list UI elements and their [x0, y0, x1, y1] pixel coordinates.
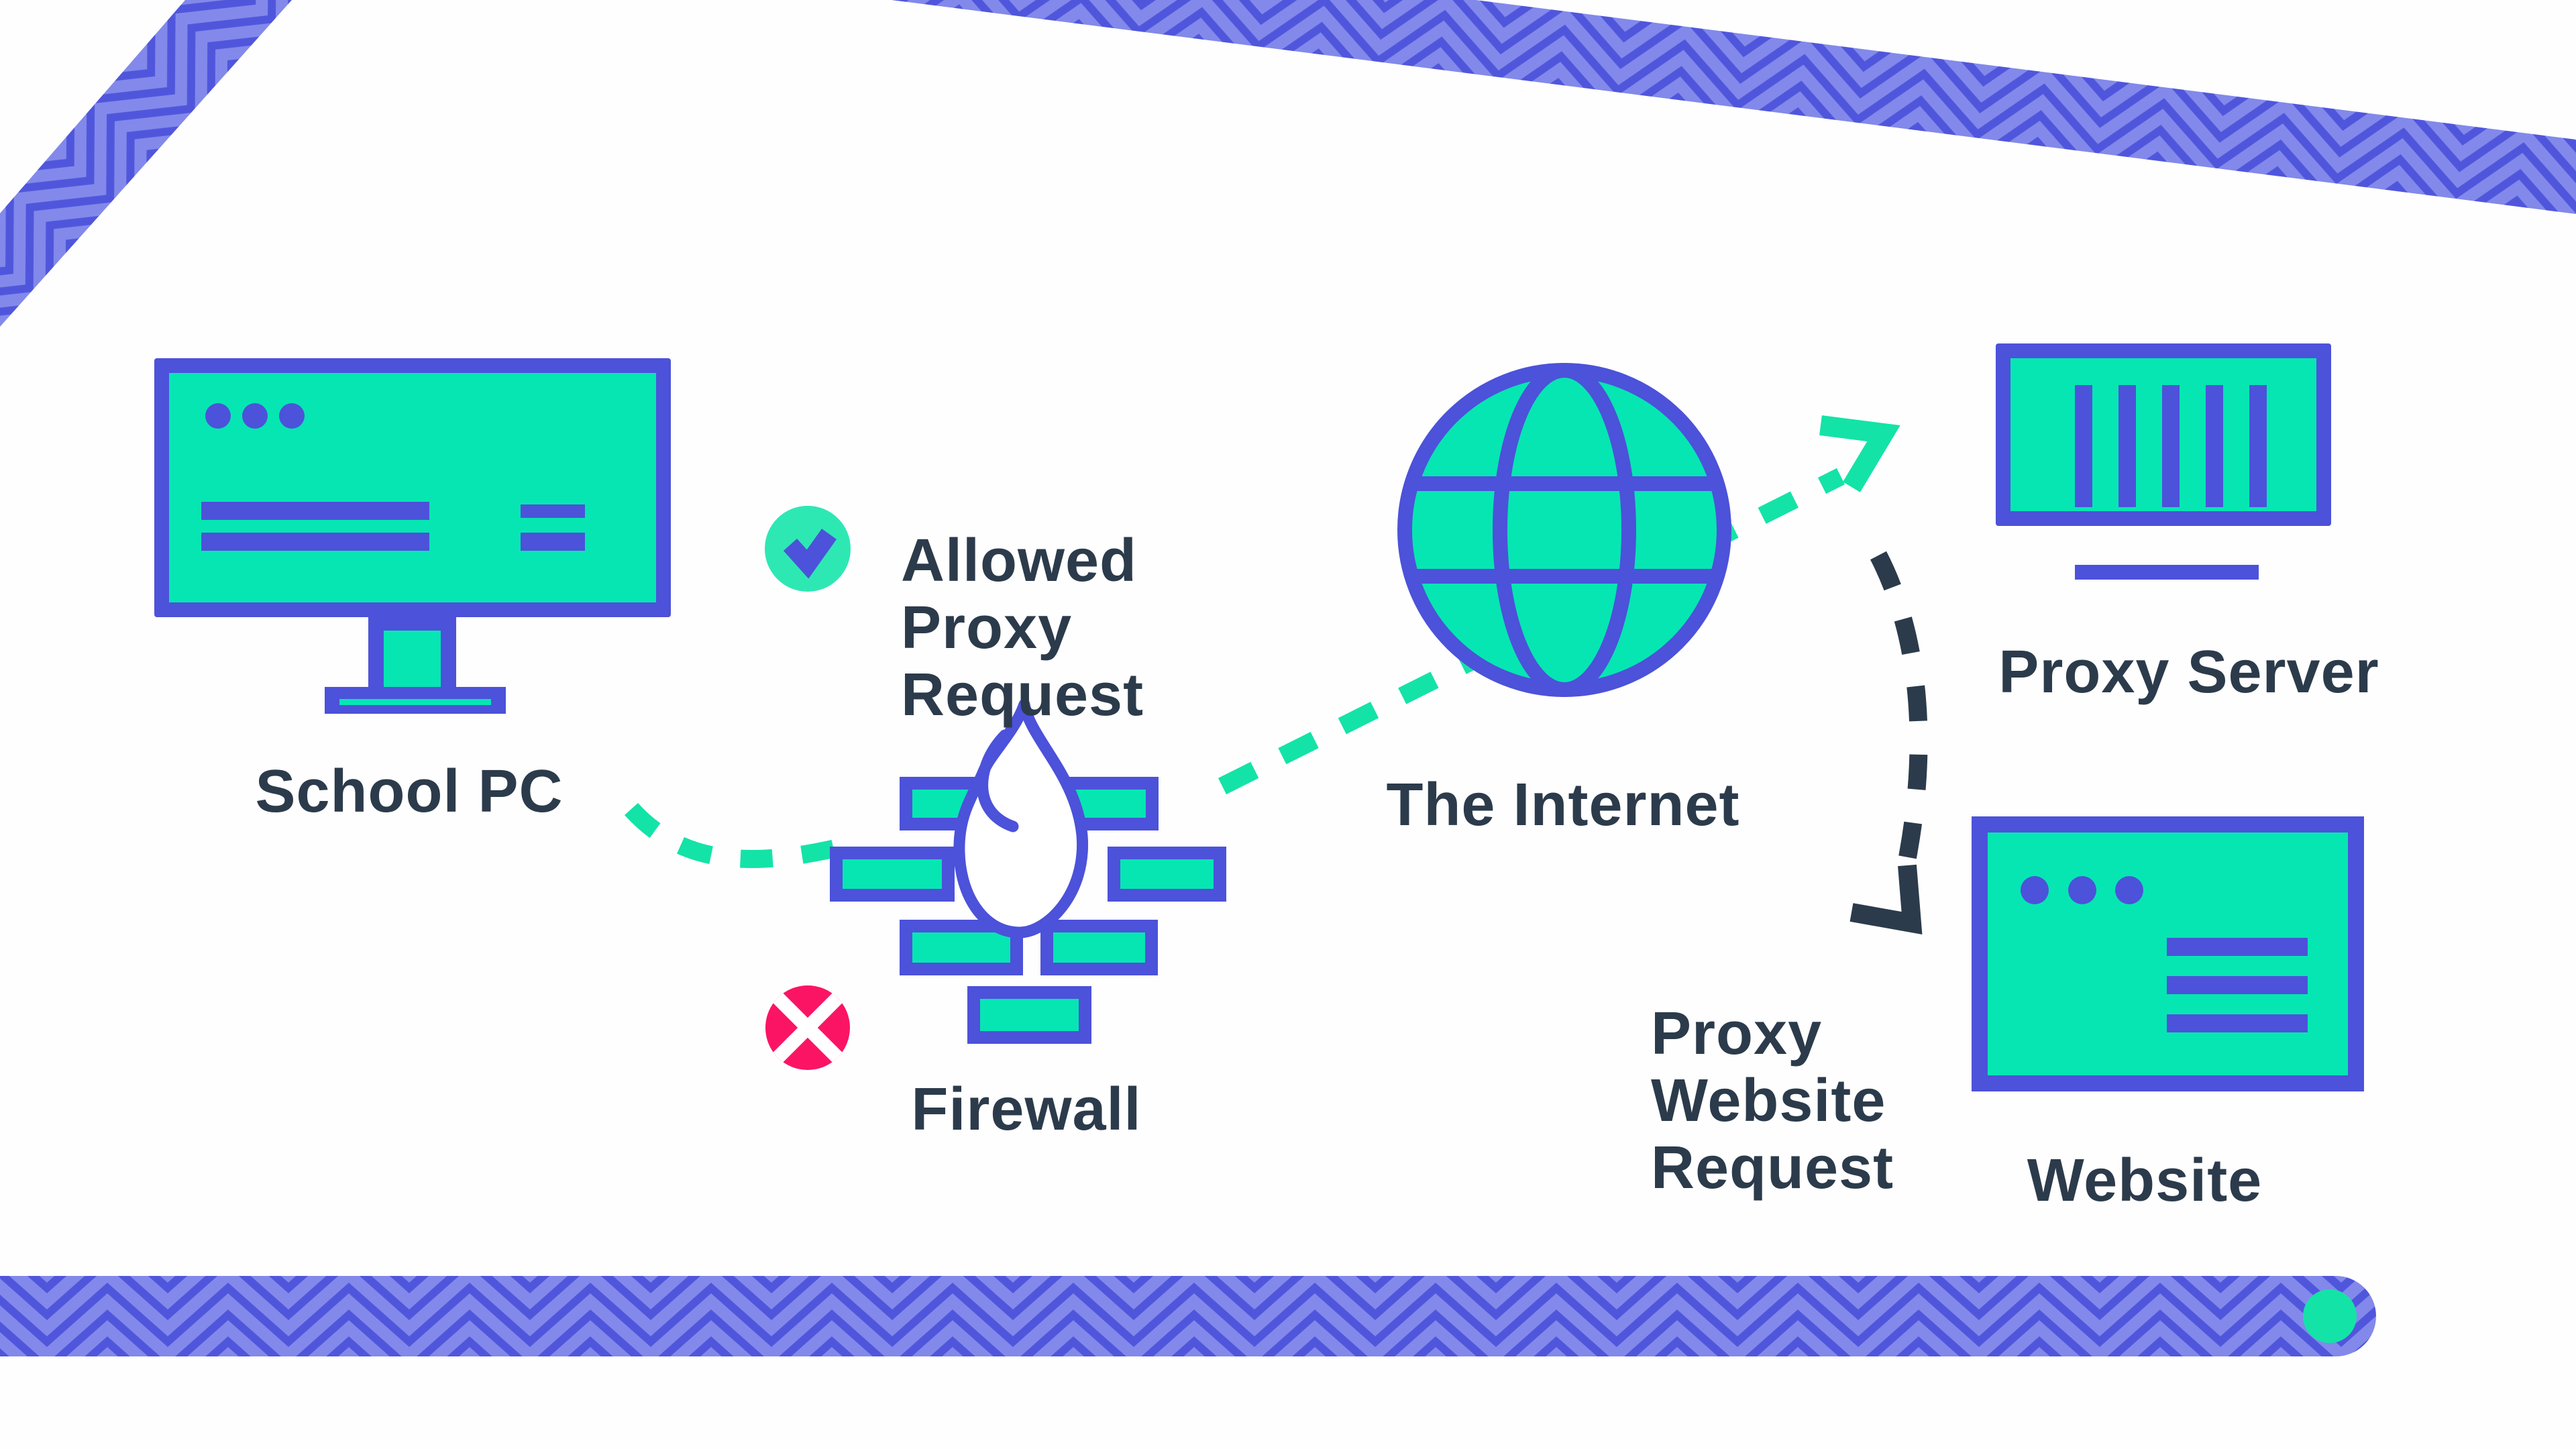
flow-proxy-to-website — [1849, 551, 1928, 934]
navy-arrowhead-icon — [1849, 864, 1923, 934]
globe-icon — [1397, 363, 1731, 697]
check-circle-icon — [765, 506, 851, 592]
desktop-monitor-icon — [154, 358, 671, 714]
pattern-band-top-right-icon — [892, 0, 2576, 214]
allowed-proxy-request-annotation: Allowed Proxy Request — [901, 527, 1144, 729]
flame-icon — [953, 698, 1089, 938]
proxy-website-request-annotation: Proxy Website Request — [1651, 1000, 1894, 1201]
green-arrowhead-icon — [1819, 415, 1900, 492]
cross-circle-icon — [765, 985, 850, 1070]
pattern-band-top-left-icon — [0, 0, 292, 327]
green-dot-icon — [2303, 1289, 2357, 1343]
browser-window-icon — [1972, 816, 2364, 1091]
pattern-band-bottom-icon — [0, 1276, 2376, 1356]
server-icon — [1996, 343, 2331, 580]
firewall-label: Firewall — [911, 1076, 1142, 1143]
brick-wall-flame-icon — [830, 698, 1226, 1044]
school-pc-label: School PC — [255, 758, 564, 825]
website-label: Website — [2027, 1147, 2263, 1214]
internet-label: The Internet — [1386, 771, 1740, 839]
proxy-server-label: Proxy Server — [1998, 639, 2379, 706]
flow-pc-to-firewall — [624, 802, 839, 868]
